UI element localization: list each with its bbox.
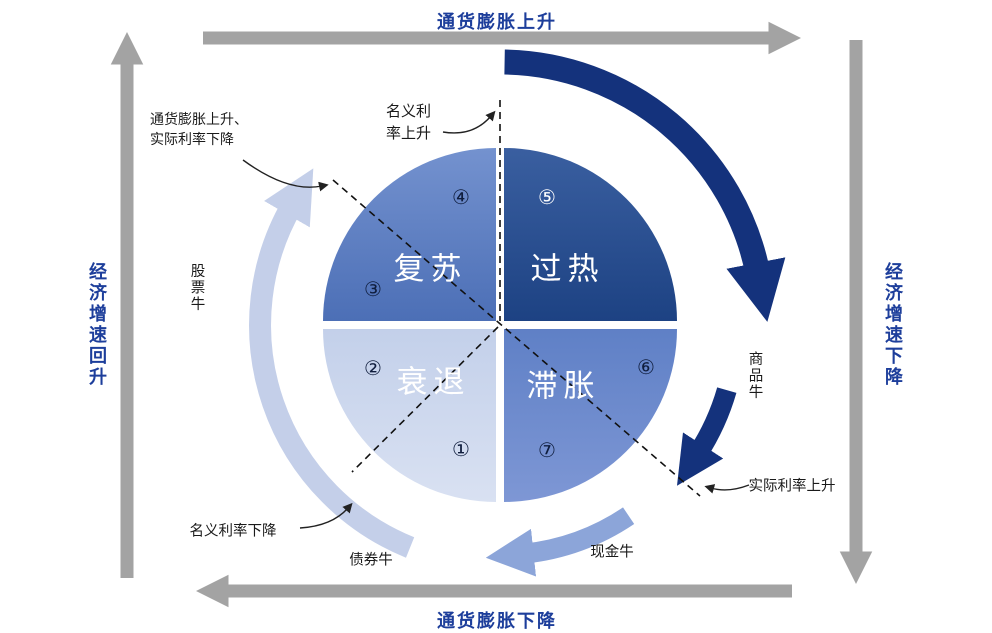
commodity-cycle-arc-arrow — [676, 387, 737, 486]
leader-arrow-nominal-rate-down — [299, 502, 353, 529]
note-nominal-rate-down: 名义利率下降 — [189, 523, 277, 540]
stage-number-5: ⑤ — [538, 185, 556, 209]
leader-arrow-inflation-up-real-down — [242, 159, 329, 192]
stage-number-3: ③ — [364, 277, 382, 301]
axis-label-inflation-falling: 通货膨胀下降 — [437, 611, 557, 632]
quadrant-recovery — [323, 148, 496, 321]
axis-label-inflation-rising: 通货膨胀上升 — [437, 12, 557, 33]
quadrant-overheat — [504, 148, 677, 321]
note-nominal-rate-up: 名义利率上升 — [386, 102, 432, 142]
stage-number-2: ② — [364, 356, 382, 380]
cash-bull-arc-arrow — [485, 507, 635, 577]
quadrant-label-recovery: 复苏 — [393, 251, 468, 288]
axis-label-growth-rising: 经济增速回升 — [86, 262, 107, 388]
leader-arrow-real-rate-up — [704, 484, 750, 494]
leader-arrow-nominal-rate-up — [442, 110, 496, 134]
note-cash-bull: 现金牛 — [590, 544, 634, 561]
note-inflation-up-real-rate-down: 通货膨胀上升、实际利率下降 — [150, 112, 248, 149]
real-rate-dashed-line — [332, 179, 701, 497]
bond-stock-bull-arc-arrow — [249, 168, 415, 558]
stage-number-4: ④ — [452, 185, 470, 209]
axis-label-growth-falling: 经济增速下降 — [882, 262, 903, 388]
note-real-rate-up: 实际利率上升 — [748, 478, 836, 495]
stage-number-1: ① — [452, 437, 470, 461]
note-bond-bull: 债券牛 — [349, 552, 393, 569]
overheat-cycle-arc-arrow — [504, 49, 786, 322]
note-commodity-bull: 商品牛 — [746, 351, 763, 401]
nominal-rate-down-dashed-line — [351, 326, 499, 473]
quadrant-label-overheat: 过热 — [530, 251, 605, 288]
stage-number-7: ⑦ — [538, 438, 556, 462]
quadrant-label-recession: 衰退 — [396, 364, 471, 401]
note-stock-bull: 股票牛 — [188, 263, 205, 313]
quadrant-stagflation — [504, 329, 677, 502]
quadrant-label-stagflation: 滞胀 — [526, 368, 601, 405]
stage-number-6: ⑥ — [637, 355, 655, 379]
